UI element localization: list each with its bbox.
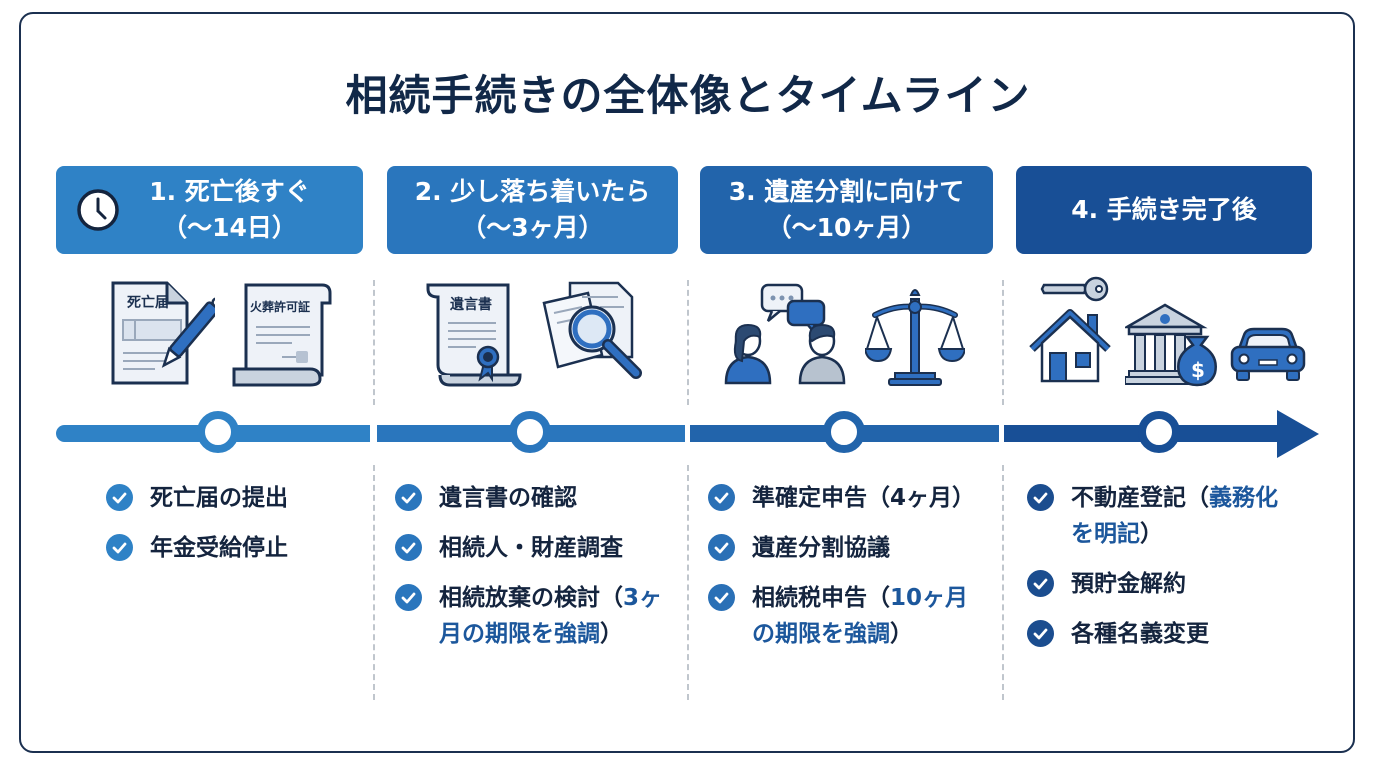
deadline-highlight: 3ヶ月の期限を強調 (439, 585, 663, 647)
column-separator (1002, 280, 1004, 405)
task-item: 年金受給停止 (106, 530, 366, 566)
phase-1-task-list: 死亡届の提出 年金受給停止 (106, 480, 366, 580)
check-icon (1027, 620, 1054, 647)
task-item: 遺言書の確認 (395, 480, 675, 516)
phase-1-label: 1. 死亡後すぐ (149, 177, 310, 206)
check-icon (395, 584, 422, 611)
clock-icon (77, 189, 119, 231)
magnifier-documents-icon (542, 281, 642, 379)
timeline-node-1 (197, 411, 239, 453)
check-icon (395, 484, 422, 511)
task-item: 各種名義変更 (1027, 616, 1312, 652)
people-discussion-icon (724, 283, 846, 385)
check-icon (106, 484, 133, 511)
mandatory-highlight: 義務化を明記 (1071, 485, 1278, 547)
page-title: 相続手続きの全体像とタイムライン (345, 71, 1031, 120)
column-separator (373, 280, 375, 405)
phase-3-period: （〜10ヶ月） (766, 213, 927, 242)
check-icon (708, 584, 735, 611)
phase-2-header: 2. 少し落ち着いたら （〜3ヶ月） (387, 166, 678, 254)
task-item: 死亡届の提出 (106, 480, 366, 516)
task-item: 相続人・財産調査 (395, 530, 675, 566)
house-key-icon (1029, 276, 1111, 383)
death-certificate-form-icon: 死亡届 (111, 281, 215, 385)
timeline-arrow-icon (1277, 410, 1319, 458)
check-icon (708, 484, 735, 511)
task-item: 相続税申告（10ヶ月の期限を強調） (708, 580, 993, 652)
phase-3-task-list: 準確定申告（4ヶ月） 遺産分割協議 相続税申告（10ヶ月の期限を強調） (708, 480, 993, 666)
svg-text:火葬許可証: 火葬許可証 (250, 299, 310, 314)
scales-of-justice-icon (865, 289, 965, 386)
column-separator (373, 465, 375, 700)
check-icon (395, 534, 422, 561)
column-separator (1002, 465, 1004, 700)
phase-4-task-list: 不動産登記（義務化を明記） 預貯金解約 各種名義変更 (1027, 480, 1312, 666)
svg-text:死亡届: 死亡届 (126, 294, 169, 311)
timeline-node-2 (509, 411, 551, 453)
will-scroll-icon: 遺言書 (426, 283, 522, 387)
phase-2-task-list: 遺言書の確認 相続人・財産調査 相続放棄の検討（3ヶ月の期限を強調） (395, 480, 675, 666)
phase-4-header: 4. 手続き完了後 (1016, 166, 1312, 254)
bank-money-bag-icon: $ (1125, 303, 1217, 387)
column-separator (687, 280, 689, 405)
phase-1-header: 1. 死亡後すぐ （〜14日） (56, 166, 363, 254)
cremation-permit-scroll-icon: 火葬許可証 (232, 283, 332, 387)
check-icon (1027, 484, 1054, 511)
task-item: 預貯金解約 (1027, 566, 1312, 602)
check-icon (1027, 570, 1054, 597)
phase-4-label: 4. 手続き完了後 (1071, 195, 1257, 224)
task-item: 相続放棄の検討（3ヶ月の期限を強調） (395, 580, 675, 652)
phase-2-period: （〜3ヶ月） (461, 213, 604, 242)
phase-3-header: 3. 遺産分割に向けて （〜10ヶ月） (700, 166, 993, 254)
column-separator (687, 465, 689, 700)
svg-text:$: $ (1191, 358, 1205, 382)
check-icon (106, 534, 133, 561)
svg-text:遺言書: 遺言書 (450, 296, 492, 313)
task-item: 不動産登記（義務化を明記） (1027, 480, 1312, 552)
task-item: 遺産分割協議 (708, 530, 993, 566)
timeline-node-4 (1138, 411, 1180, 453)
deadline-highlight: 10ヶ月の期限を強調 (752, 585, 969, 647)
timeline-node-3 (823, 411, 865, 453)
car-icon (1230, 327, 1306, 381)
phase-2-label: 2. 少し落ち着いたら (414, 177, 651, 206)
phase-3-label: 3. 遺産分割に向けて (728, 177, 965, 206)
phase-1-period: （〜14日） (162, 213, 297, 242)
task-item: 準確定申告（4ヶ月） (708, 480, 993, 516)
check-icon (708, 534, 735, 561)
